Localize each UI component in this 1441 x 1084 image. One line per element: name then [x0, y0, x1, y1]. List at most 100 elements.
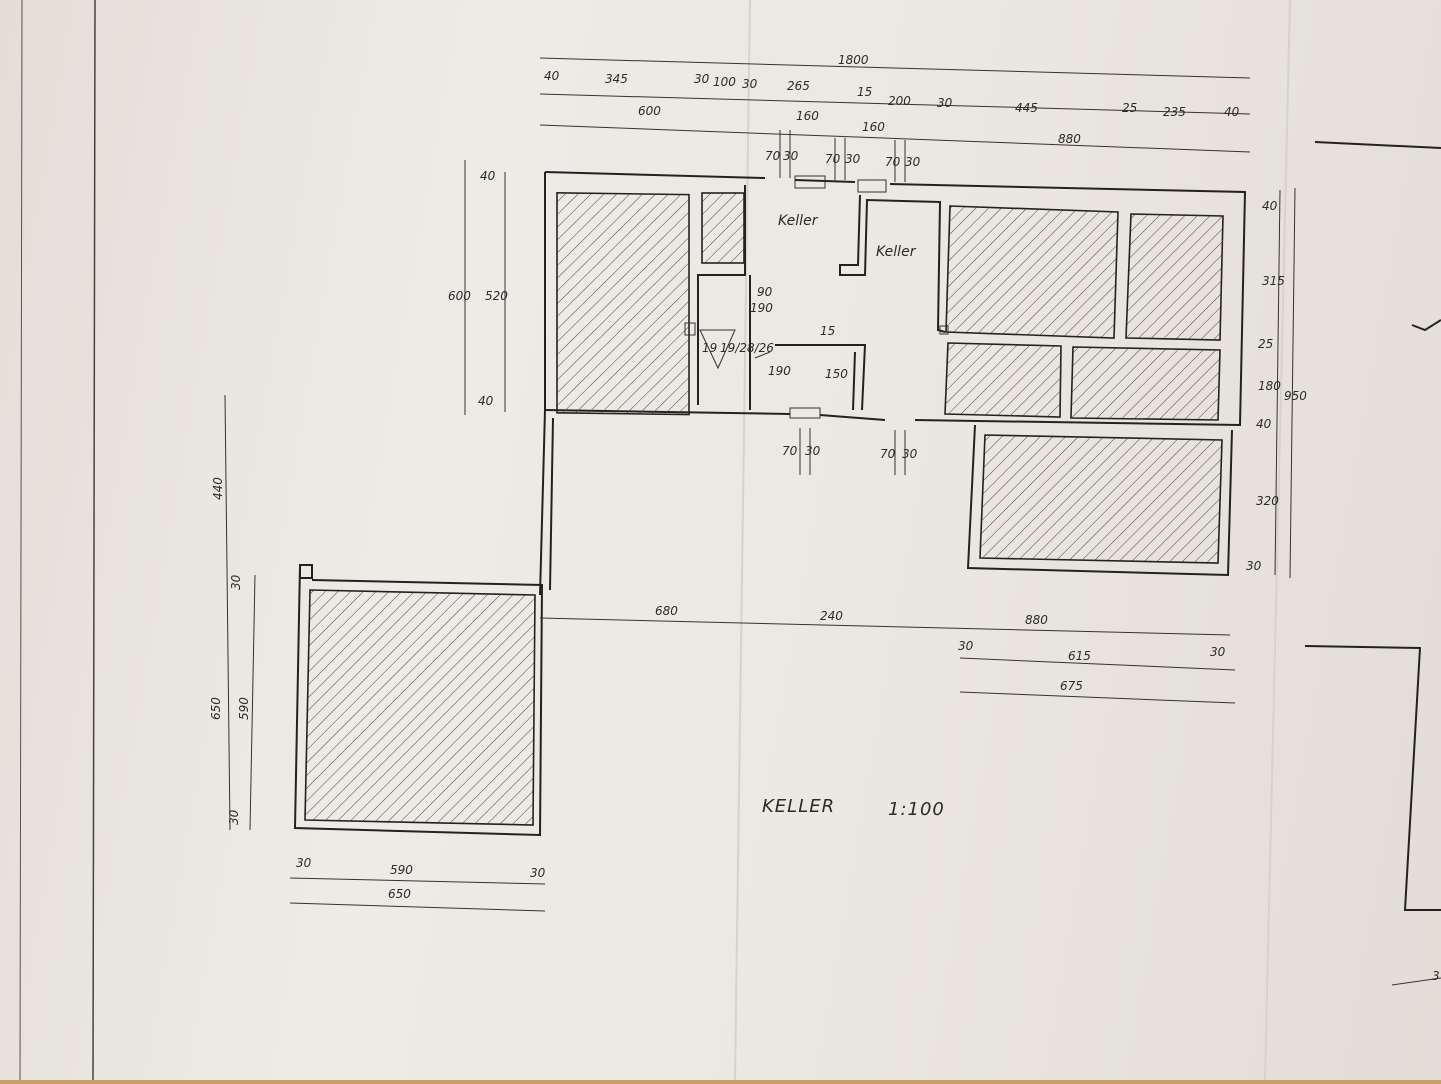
dim-inner-90: 90: [757, 285, 773, 299]
dim-garage-650: 650: [209, 697, 223, 720]
stair-arrow: [754, 351, 771, 359]
stair-symbol: [699, 329, 736, 370]
dim-mid-680: 680: [655, 604, 678, 618]
dim-left-40a: 40: [480, 169, 496, 183]
dim-right-8: 30: [1246, 559, 1262, 573]
dim-garage-590: 590: [237, 697, 251, 720]
window-top-1: [794, 175, 826, 189]
adjacent-dimension-line: [1391, 977, 1441, 986]
dim-top-2: 345: [605, 72, 628, 86]
column-right: [939, 325, 949, 335]
dim-win-bot-4: 30: [902, 447, 918, 461]
adjacent-drawing-outline: [1304, 645, 1441, 911]
hatched-block-ne1: [945, 205, 1119, 339]
dim-garage-440: 440: [211, 477, 225, 500]
dim-garage-30b: 30: [227, 809, 241, 825]
dim-win-top-6: 30: [905, 155, 921, 169]
dim-top-11: 25: [1122, 101, 1137, 115]
dim-mid2-30a: 30: [958, 639, 974, 653]
dim-top-10: 445: [1015, 101, 1038, 115]
dim-row2-2: 160: [796, 109, 819, 123]
adjacent-dim: 3: [1432, 969, 1440, 983]
dim-mid2-30b: 30: [1210, 645, 1226, 659]
adjacent-drawing-line: [1314, 141, 1441, 149]
hatched-block-west: [556, 191, 690, 416]
dim-top-1: 40: [544, 69, 560, 83]
dim-top-12: 235: [1163, 105, 1186, 119]
dim-left-40b: 40: [478, 394, 494, 408]
window-bottom-1: [789, 407, 821, 419]
room-label-keller-1: Keller: [778, 213, 819, 229]
dim-win-bot-3: 70: [880, 447, 896, 461]
dim-garage-bottom-30b: 30: [530, 866, 546, 880]
column-left: [684, 322, 696, 336]
fold-line-center: [734, 0, 751, 1081]
stair-rise-run: 19/28/26: [720, 341, 774, 355]
dim-win-top-5: 70: [885, 155, 901, 169]
hatched-block-small: [701, 192, 745, 264]
dim-win-bot-1: 70: [782, 444, 798, 458]
hatched-block-ne2: [1125, 213, 1224, 341]
dim-row2-4: 880: [1058, 132, 1081, 146]
dim-top-5: 30: [742, 77, 758, 91]
hatched-block-garage: [304, 589, 536, 826]
hatched-block-se1: [944, 342, 1062, 418]
drawing-title: KELLER: [762, 796, 835, 817]
dim-top-4: 100: [713, 75, 736, 89]
dim-left-600: 600: [448, 289, 471, 303]
dim-win-top-3: 70: [825, 152, 841, 166]
dim-mid2-675: 675: [1060, 679, 1083, 693]
dim-garage-bottom-590: 590: [390, 863, 413, 877]
stair-steps: 19: [702, 341, 717, 355]
dim-mid-880: 880: [1025, 613, 1048, 627]
hatched-block-se2: [1070, 346, 1221, 421]
dim-garage-30a: 30: [229, 574, 243, 590]
dim-mid2-615: 615: [1068, 649, 1091, 663]
adjacent-north-arrow: [1411, 319, 1441, 332]
dim-right-1: 40: [1262, 199, 1278, 213]
dim-right-4: 180: [1258, 379, 1281, 393]
interior-wall-keller: [839, 194, 946, 333]
dim-top-3: 30: [694, 72, 710, 86]
dim-top-total: 1800: [838, 53, 869, 67]
interior-wall-room: [775, 344, 867, 411]
dim-garage-bottom-650: 650: [388, 887, 411, 901]
drawing-scale: 1:100: [888, 799, 945, 820]
connecting-wall: [539, 409, 554, 596]
dim-row2-3: 160: [862, 120, 885, 134]
dim-right-3: 25: [1258, 337, 1273, 351]
dimension-lines: [224, 57, 1296, 912]
dim-inner-190b: 190: [768, 364, 791, 378]
dim-garage-bottom-30a: 30: [296, 856, 312, 870]
dim-right-6: 950: [1284, 389, 1307, 403]
dim-inner-150: 150: [825, 367, 848, 381]
dim-inner-15: 15: [820, 324, 835, 338]
dim-win-top-1: 70: [765, 149, 781, 163]
garage-outer-wall: [293, 564, 544, 837]
interior-wall-stair: [697, 185, 751, 410]
dim-top-8: 200: [888, 94, 911, 108]
garage-corner-detail: [299, 564, 313, 579]
east-annex-wall: [966, 424, 1233, 577]
dim-inner-190a: 190: [750, 301, 773, 315]
dim-top-13: 40: [1224, 105, 1240, 119]
room-label-keller-2: Keller: [876, 244, 917, 260]
hatched-block-east-annex: [979, 434, 1223, 564]
dim-row2-1: 600: [638, 104, 661, 118]
dim-left-520: 520: [485, 289, 508, 303]
dim-win-bot-2: 30: [805, 444, 821, 458]
dim-top-7: 15: [857, 85, 872, 99]
sheet-border-outer: [19, 0, 23, 1081]
fold-line: [1264, 0, 1291, 1081]
dim-right-5: 40: [1256, 417, 1272, 431]
dim-win-top-2: 30: [783, 149, 799, 163]
dim-right-2: 315: [1262, 274, 1285, 288]
dim-top-6: 265: [787, 79, 810, 93]
dim-top-9: 30: [937, 96, 953, 110]
dim-mid-240: 240: [820, 609, 843, 623]
sheet-border-inner: [92, 0, 96, 1081]
dim-right-7: 320: [1256, 494, 1279, 508]
dim-win-top-4: 30: [845, 152, 861, 166]
